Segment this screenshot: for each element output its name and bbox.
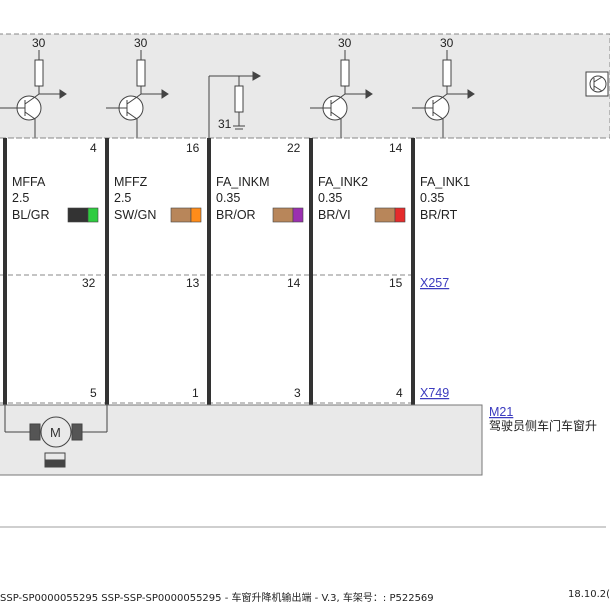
partial-transistor-icon — [585, 71, 609, 97]
x257-pin-3: 14 — [287, 276, 301, 290]
wire-3-color: BR/OR — [216, 208, 256, 222]
ground-resistor-circuit — [208, 71, 262, 138]
motor-description: 驾驶员侧车门车窗升 — [489, 418, 597, 433]
x749-connector-link[interactable]: X749 — [420, 386, 449, 400]
wire-2-gauge: 2.5 — [114, 191, 131, 205]
pin-top-4: 14 — [389, 141, 403, 155]
wire-5-color: BR/RT — [420, 208, 458, 222]
wire-4-color-swatch — [374, 207, 406, 223]
transistor-circuit-1 — [0, 50, 67, 138]
transistor-circuit-2 — [106, 50, 169, 138]
footer-document-info: SSP-SP0000055295 SSP-SSP-SP0000055295 - … — [0, 593, 434, 604]
supply-label-3: 30 — [338, 36, 352, 50]
supply-label-4: 30 — [440, 36, 454, 50]
page-divider — [0, 526, 606, 528]
wire-2-color-swatch — [170, 207, 202, 223]
x257-pin-1: 32 — [82, 276, 96, 290]
x749-pin-4: 4 — [396, 386, 403, 400]
control-unit-box — [0, 33, 610, 139]
pin-top-2: 16 — [186, 141, 200, 155]
wire-5-gauge: 0.35 — [420, 191, 444, 205]
wire-1-name: MFFA — [12, 175, 46, 189]
ground-label: 31 — [218, 117, 232, 131]
wire-lines — [3, 138, 415, 405]
pin-top-1: 4 — [90, 141, 97, 155]
wire-3-name: FA_INKM — [216, 175, 270, 189]
motor-symbol: M — [50, 425, 61, 440]
wire-1-gauge: 2.5 — [12, 191, 29, 205]
motor-box — [0, 404, 483, 476]
wire-3-gauge: 0.35 — [216, 191, 240, 205]
x257-pin-4: 15 — [389, 276, 403, 290]
x257-connector-link[interactable]: X257 — [420, 276, 449, 290]
wire-3-color-swatch — [272, 207, 304, 223]
wire-1-color-swatch — [67, 207, 99, 223]
transistor-circuit-4 — [412, 50, 475, 138]
x749-pin-2: 1 — [192, 386, 199, 400]
supply-label-1: 30 — [32, 36, 46, 50]
wire-4-gauge: 0.35 — [318, 191, 342, 205]
wire-4-color: BR/VI — [318, 208, 351, 222]
wire-2-color: SW/GN — [114, 208, 156, 222]
pin-top-3: 22 — [287, 141, 301, 155]
m21-component-link[interactable]: M21 — [489, 405, 513, 419]
supply-label-2: 30 — [134, 36, 148, 50]
x257-pin-2: 13 — [186, 276, 200, 290]
wire-2-name: MFFZ — [114, 175, 148, 189]
wire-1-color: BL/GR — [12, 208, 50, 222]
motor-icon — [4, 405, 108, 468]
wire-5-name: FA_INK1 — [420, 175, 470, 189]
footer-date: 18.10.2( — [568, 589, 610, 600]
wire-4-name: FA_INK2 — [318, 175, 368, 189]
x749-pin-3: 3 — [294, 386, 301, 400]
transistor-circuit-3 — [310, 50, 373, 138]
x749-pin-1: 5 — [90, 386, 97, 400]
